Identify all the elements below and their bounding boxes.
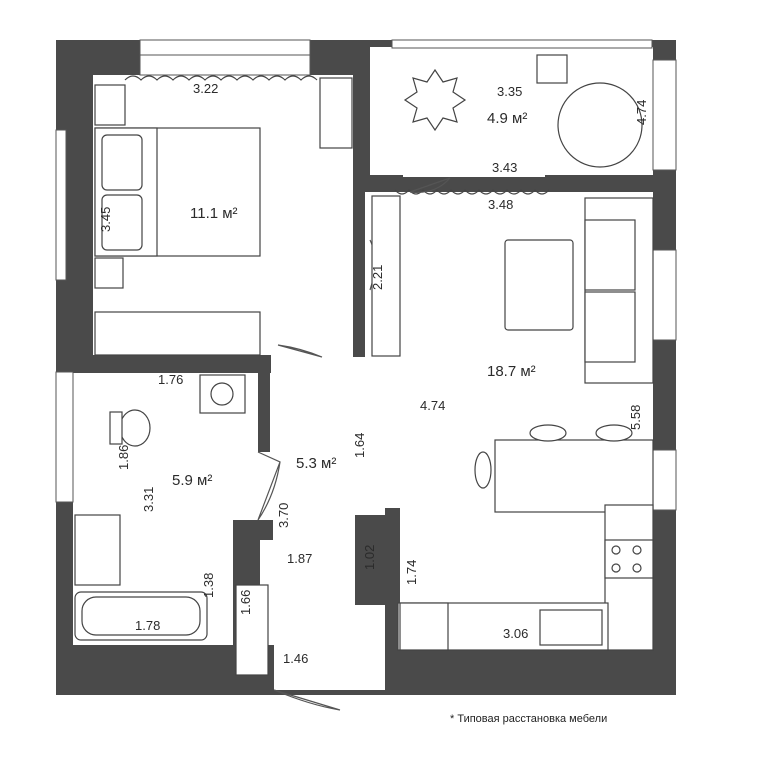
wall-bedroom-right <box>353 192 365 357</box>
wall-bottom-right <box>400 650 676 695</box>
plant-balcony <box>403 68 467 132</box>
washbasin <box>74 514 121 586</box>
curtain-bedroom <box>124 75 318 81</box>
curtain-living <box>394 189 550 195</box>
labels: 11.1 м² 3.22 3.45 4.9 м² 3.35 3.43 4.74 … <box>98 81 649 666</box>
furniture-footnote: * Типовая расстановка мебели <box>450 713 608 725</box>
curtains <box>124 75 550 195</box>
wall-hall-right-block <box>355 515 385 605</box>
bedroom-dim-top: 3.22 <box>193 81 218 96</box>
toilet <box>119 409 151 447</box>
windows <box>55 39 677 511</box>
living-dim-width: 4.74 <box>420 398 445 413</box>
pillow-bottom <box>101 194 143 251</box>
window-kitchen[interactable] <box>652 449 677 511</box>
coffee-table <box>504 239 574 331</box>
hall-area: 5.3 м² <box>296 455 336 472</box>
living-dim-top: 3.48 <box>488 197 513 212</box>
hall-dim-c: 1.87 <box>287 551 312 566</box>
bath-dim-top: 1.76 <box>158 372 183 387</box>
fridge <box>399 602 449 651</box>
door-balcony[interactable] <box>409 177 451 194</box>
door-bedroom[interactable] <box>277 344 323 358</box>
chair-top-1 <box>529 424 567 442</box>
wall-hall-niche <box>233 520 273 540</box>
hall-dim-d: 1.02 <box>362 545 377 570</box>
kitchen-dim: 3.06 <box>503 626 528 641</box>
hall-dim-b: 3.70 <box>276 503 291 528</box>
bath-area: 5.9 м² <box>172 472 212 489</box>
chair-top-2 <box>595 424 633 442</box>
living-dim-side: 5.58 <box>628 405 643 430</box>
living-dim-island: 1.74 <box>404 560 419 585</box>
bath-dim-a: 1.86 <box>116 445 131 470</box>
wall-bedroom-right-top <box>353 40 370 180</box>
door-bath[interactable] <box>257 451 281 521</box>
wall-balcony-bottom-right <box>545 175 653 192</box>
window-living[interactable] <box>652 249 677 341</box>
window-balcony[interactable] <box>391 39 653 49</box>
closet-living <box>371 195 401 357</box>
nightstand-bottom <box>94 257 124 289</box>
bath-dim-tub-h: 1.38 <box>201 573 216 598</box>
balcony-dim-top: 3.35 <box>497 84 522 99</box>
window-balcony-side[interactable] <box>652 59 677 171</box>
bath-dim-b: 3.31 <box>141 487 156 512</box>
wall-bedroom-bottom <box>56 355 271 373</box>
nightstand-top <box>94 84 126 126</box>
dresser <box>319 77 353 149</box>
dining-table <box>494 439 654 513</box>
hall-dim-f: 1.46 <box>283 651 308 666</box>
wall-kitchen-left <box>385 595 400 655</box>
balcony-dim-side: 4.74 <box>634 100 649 125</box>
wall-bath-right-top <box>258 357 270 452</box>
stove <box>604 539 654 579</box>
floor-connector <box>260 357 390 387</box>
bath-dim-tub-w: 1.78 <box>135 618 160 633</box>
armchair-balcony <box>557 82 643 168</box>
balcony-area: 4.9 м² <box>487 110 527 127</box>
wall-balcony-bottom-left <box>353 175 403 192</box>
window-bath[interactable] <box>55 371 74 503</box>
window-bed-left[interactable] <box>55 129 67 281</box>
balcony-dim-bottom: 3.43 <box>492 160 517 175</box>
toilet-tank <box>109 411 123 445</box>
side-table-balcony <box>536 54 568 84</box>
hall-dim-a: 1.64 <box>352 433 367 458</box>
sofa-seat-b <box>584 291 636 363</box>
sofa-seat-a <box>584 219 636 291</box>
bedroom-area: 11.1 м² <box>190 205 238 222</box>
living-dim-closet: 2.21 <box>370 265 385 290</box>
chair-left <box>474 451 492 489</box>
hall-wardrobe <box>235 584 269 676</box>
furniture <box>74 54 654 676</box>
pillow-top <box>101 134 143 191</box>
hall-dim-e: 1.66 <box>238 590 253 615</box>
living-area: 18.7 м² <box>487 363 536 380</box>
bedroom-dim-side: 3.45 <box>98 207 113 232</box>
window-bedroom[interactable] <box>139 39 311 76</box>
wardrobe-bedroom <box>94 311 261 356</box>
sink <box>539 609 603 646</box>
inner-walls <box>56 40 676 695</box>
door-entrance[interactable] <box>273 689 341 711</box>
